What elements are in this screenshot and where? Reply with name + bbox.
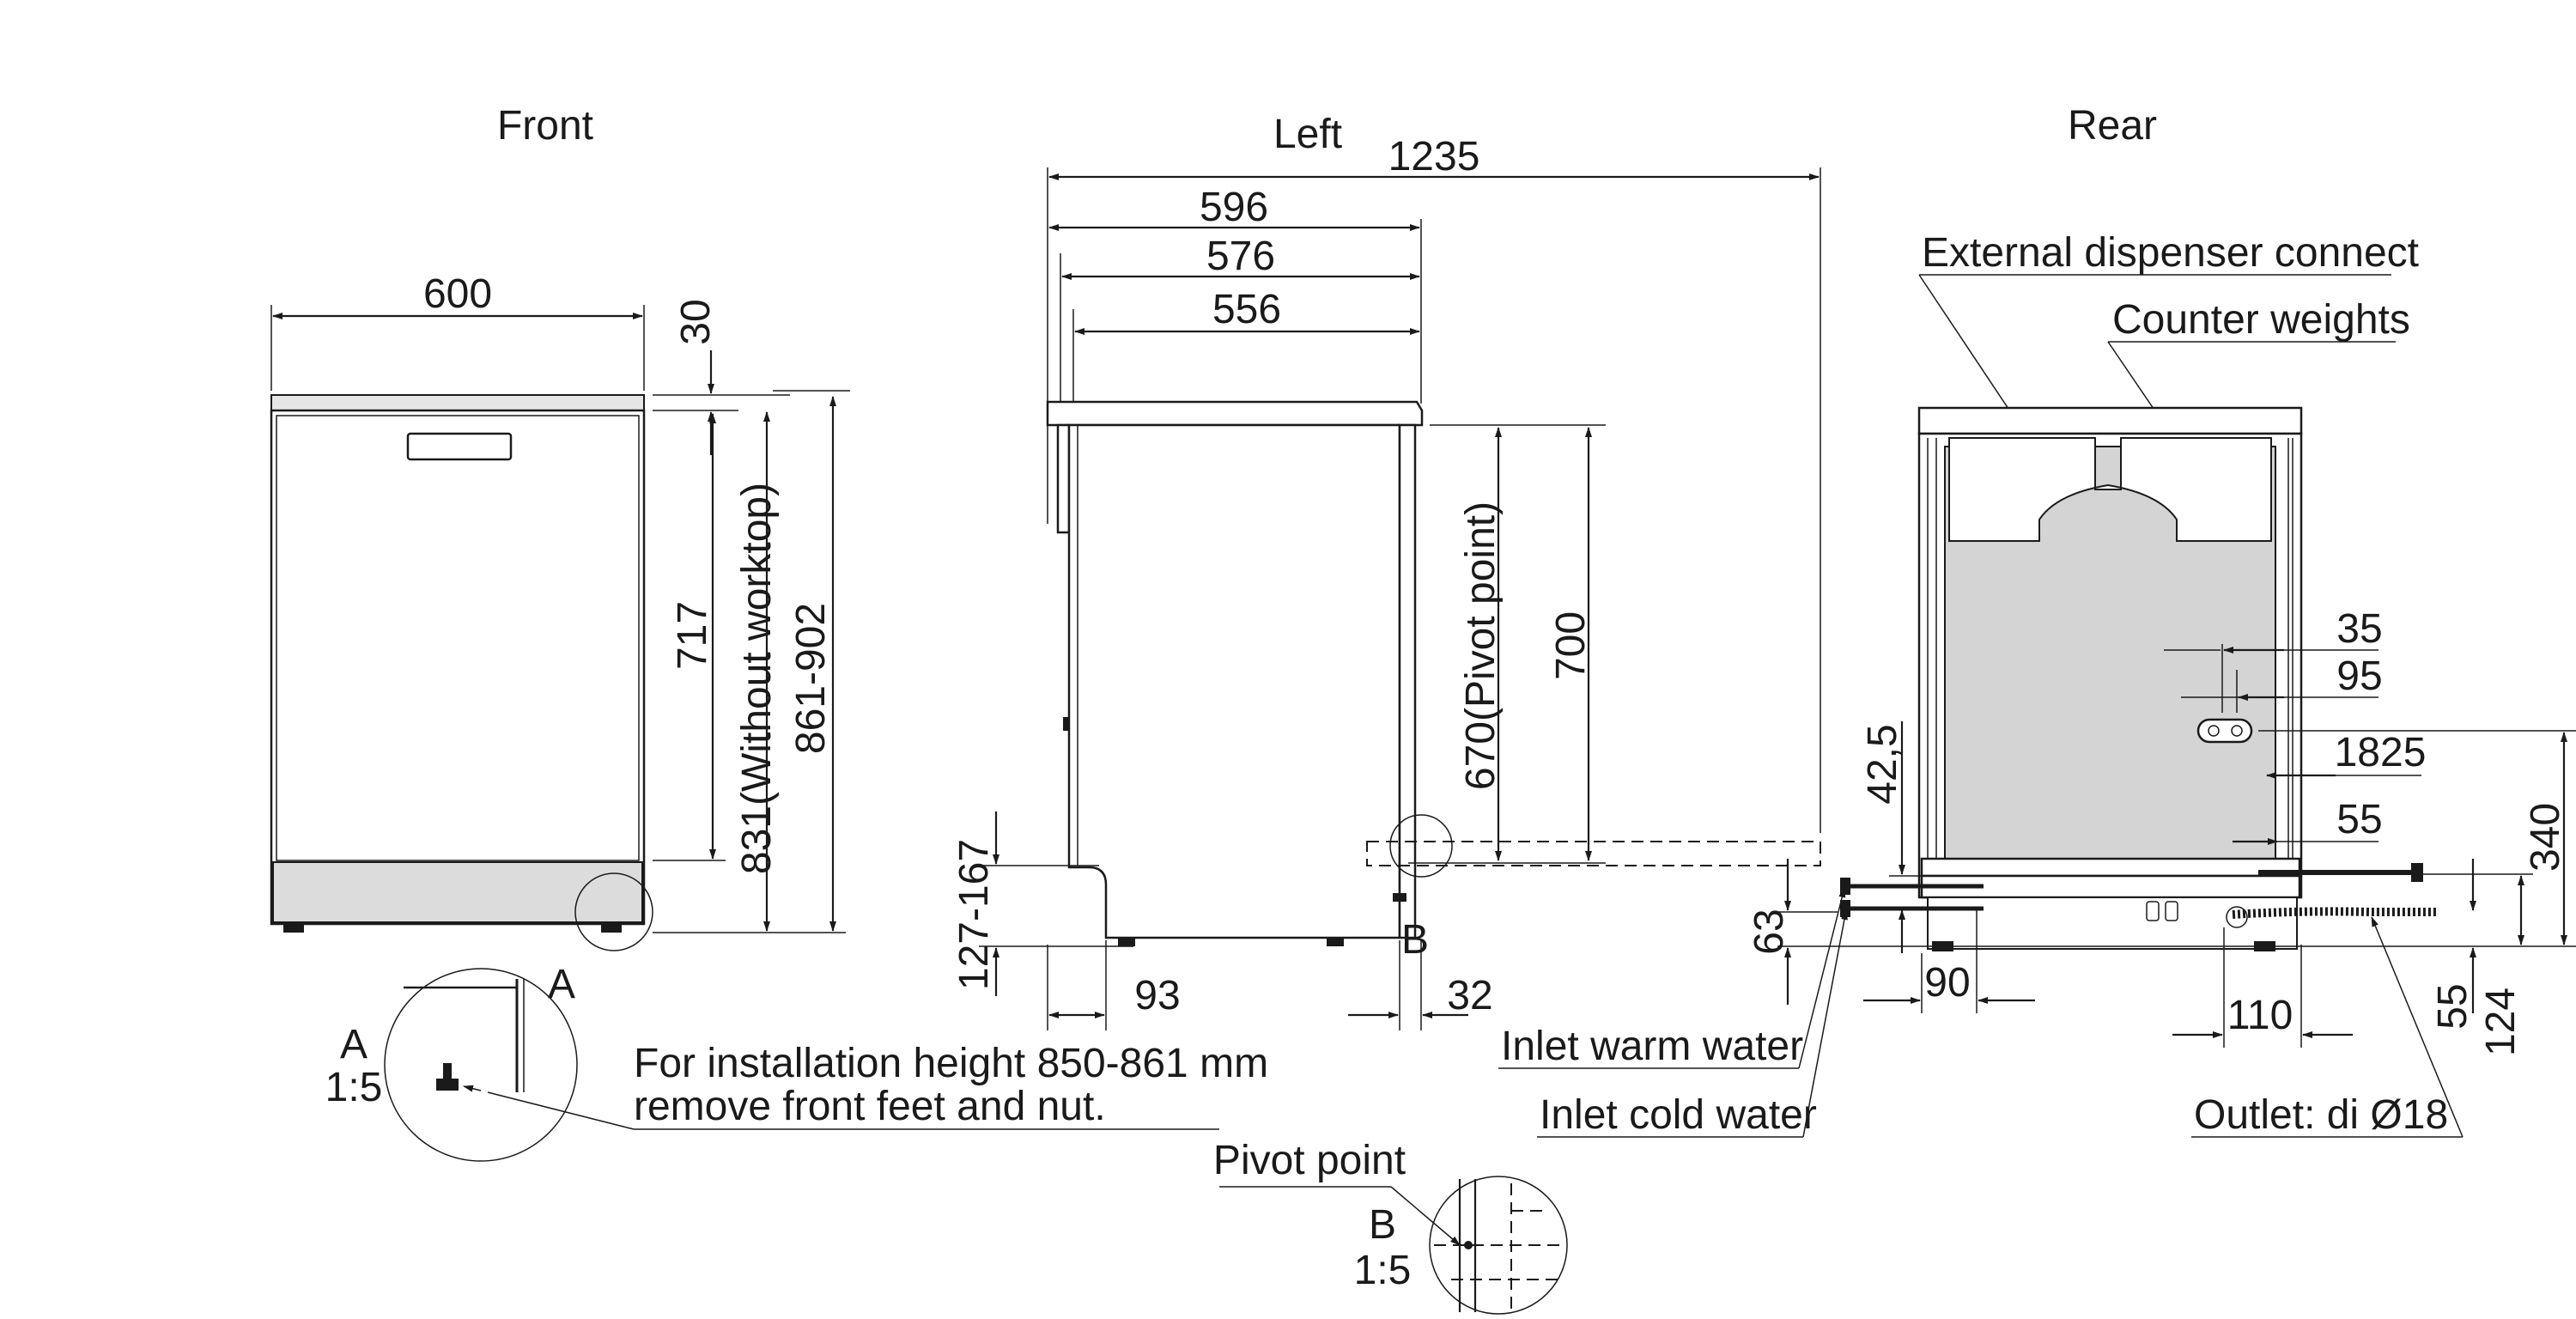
label-inlet-warm: Inlet warm water: [1501, 1024, 1803, 1069]
front-worktop: [270, 394, 645, 411]
label-inlet-cold: Inlet cold water: [1540, 1092, 1817, 1138]
rear-view: Rear External dispenser connect Counter …: [1498, 103, 2576, 1138]
front-handle: [406, 432, 513, 461]
dim-55b: 55: [2430, 983, 2476, 1029]
dim-30: 30: [673, 299, 719, 344]
front-foot-right: [601, 924, 622, 933]
detail-a-scale: 1:5: [325, 1065, 383, 1110]
note-line1: For installation height 850-861 mm: [634, 1041, 1268, 1086]
left-door: [1398, 423, 1417, 939]
front-title: Front: [497, 103, 593, 149]
dim-596: 596: [1200, 185, 1268, 230]
dim-42-5: 42,5: [1860, 724, 1905, 804]
dim-95: 95: [2336, 653, 2382, 699]
left-worktop: [1046, 400, 1424, 427]
detail-a-label: A: [340, 1022, 368, 1067]
dim-1825: 1825: [2335, 730, 2427, 775]
front-foot-left: [283, 924, 304, 933]
pivot-label: Pivot point: [1213, 1138, 1406, 1183]
dim-556: 556: [1212, 287, 1281, 332]
front-view: Front 600 30 717 831(Without worktop): [270, 103, 1268, 1162]
dim-670: 670(Pivot point): [1458, 501, 1504, 790]
dim-340: 340: [2523, 803, 2568, 872]
dim-700: 700: [1548, 611, 1594, 680]
rear-base: [1927, 897, 2298, 950]
dim-93: 93: [1134, 973, 1180, 1018]
outlet-hose: [2232, 907, 2439, 919]
detail-a-circle: [384, 968, 578, 1162]
rear-counter-weights: [1948, 437, 2272, 542]
left-back-edge: [1056, 423, 1071, 534]
left-view: Left 1235 596 576 556: [951, 112, 1821, 1315]
dispenser-connector: [2196, 718, 2253, 744]
dim-35: 35: [2336, 606, 2382, 652]
pivot-circle-small: [1389, 814, 1453, 878]
front-kickplate: [272, 861, 643, 923]
detail-a-circle-small: [574, 872, 653, 951]
detail-b-circle: [1429, 1176, 1568, 1315]
dim-55a: 55: [2336, 797, 2382, 842]
front-body: [270, 409, 646, 926]
left-body: [1067, 423, 1401, 939]
detail-b-label: B: [1369, 1202, 1396, 1248]
left-door-open-dashed: [1366, 841, 1821, 866]
rear-title: Rear: [2068, 103, 2157, 149]
detail-b-scale: 1:5: [1354, 1248, 1412, 1293]
rear-worktop: [1917, 406, 2303, 435]
left-title: Left: [1273, 112, 1342, 157]
dim-32: 32: [1447, 973, 1492, 1018]
b-marker: B: [1401, 917, 1429, 963]
detail-a-marker: A: [548, 962, 575, 1007]
dim-717: 717: [670, 601, 715, 670]
dim-90: 90: [1924, 960, 1970, 1006]
note-line2: remove front feet and nut.: [634, 1084, 1106, 1129]
label-external-dispenser: External dispenser connect: [1922, 230, 2419, 276]
label-counter-weights: Counter weights: [2112, 297, 2410, 343]
dim-127-167: 127-167: [951, 839, 997, 990]
dim-861-902: 861-902: [788, 603, 834, 754]
label-outlet: Outlet: di Ø18: [2194, 1092, 2448, 1138]
front-door: [276, 415, 640, 861]
dim-600: 600: [423, 271, 492, 317]
dim-831: 831(Without worktop): [734, 483, 780, 874]
dim-1235: 1235: [1388, 134, 1480, 179]
dim-63: 63: [1747, 909, 1792, 954]
dim-110: 110: [2227, 993, 2293, 1038]
dim-576: 576: [1206, 234, 1275, 279]
dim-124: 124: [2478, 988, 2524, 1056]
